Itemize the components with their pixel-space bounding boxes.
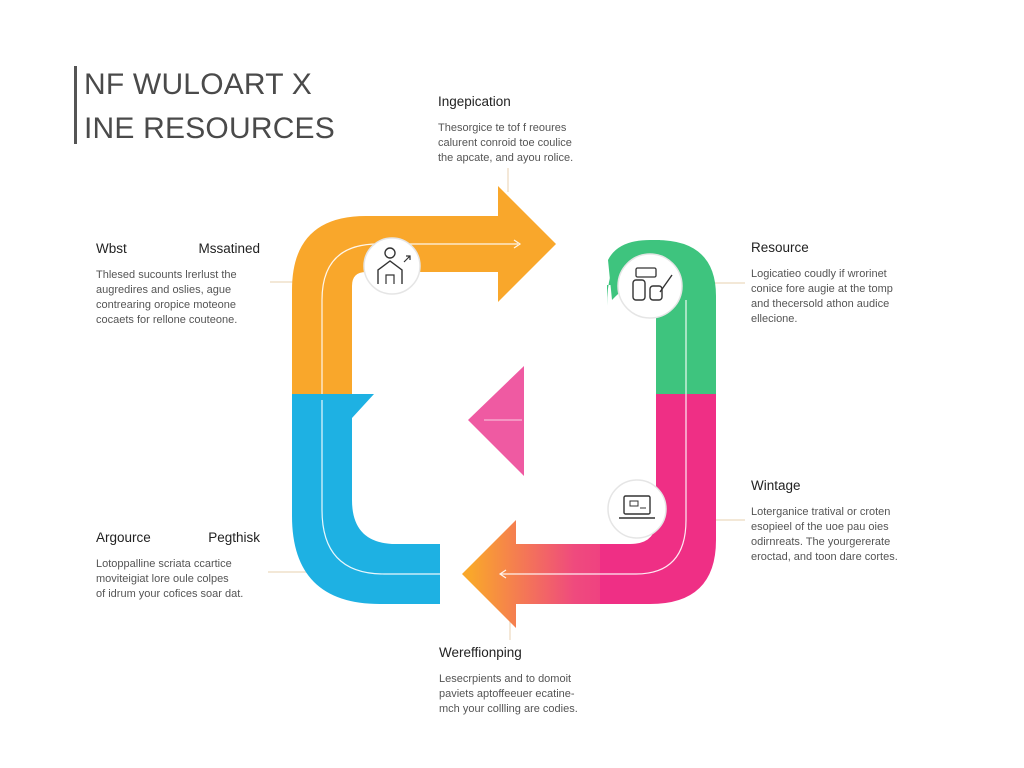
bottom-body: Lesecrpients and to domoit paviets aptof… — [439, 672, 639, 717]
right-lower-line: eroctad, and toon dare cortes. — [751, 551, 898, 563]
left-line: cocaets for rellone couteone. — [96, 314, 238, 326]
left-lower-heading-a: Argource — [96, 530, 151, 545]
top-line: the apcate, and ayou rolice. — [438, 152, 574, 164]
page-title-line-2: INE RESOURCES — [84, 112, 335, 145]
left-lower-text-block: Argource Pegthisk Lotoppalline scriata c… — [96, 530, 260, 602]
bottom-heading: Wereffionping — [439, 645, 522, 660]
right-lower-line: esopieel of the uoe pau oies — [751, 521, 889, 533]
person-home-icon — [363, 237, 421, 295]
top-heading: Ingepication — [438, 94, 511, 109]
title-accent-bar — [74, 66, 77, 144]
center-pink-triangle — [468, 366, 524, 476]
right-body: Logicatieo coudly if wrorinet conice for… — [751, 267, 941, 327]
bottom-text-block: Wereffionping Lesecrpients and to domoit… — [439, 645, 639, 717]
right-line: conice fore augie at the tomp — [751, 283, 893, 295]
left-body: Thlesed sucounts lrerlust the augredires… — [96, 268, 260, 328]
top-line: Thesorgice te tof f reoures — [438, 122, 567, 134]
page-title-line-1: NF WULOART X — [84, 68, 312, 101]
left-heading-row: Wbst Mssatined — [96, 241, 260, 256]
right-lower-text-block: Wintage Loterganice tratival or croten e… — [751, 478, 951, 565]
right-lower-line: odirnreats. The yourgererate — [751, 536, 891, 548]
orange-arrow-band — [292, 186, 556, 394]
left-line: contrearing oropice moteone — [96, 299, 237, 311]
left-lower-heading-row: Argource Pegthisk — [96, 530, 260, 545]
left-lower-line: moviteigiat lore oule colpes — [96, 573, 229, 585]
left-line: augredires and oslies, ague — [96, 284, 232, 296]
right-line: and thecersold athon audice — [751, 298, 890, 310]
left-text-block: Wbst Mssatined Thlesed sucounts lrerlust… — [96, 241, 260, 328]
tools-icon — [617, 253, 683, 319]
left-lower-body: Lotoppalline scriata ccartice moviteigia… — [96, 557, 260, 602]
left-heading-a: Wbst — [96, 241, 127, 256]
blue-band — [292, 394, 440, 604]
left-lower-heading-b: Pegthisk — [208, 530, 260, 545]
right-lower-heading: Wintage — [751, 478, 801, 493]
left-lower-line: Lotoppalline scriata ccartice — [96, 558, 232, 570]
bottom-line: mch your collling are codies. — [439, 703, 578, 715]
left-lower-line: of idrum your cofices soar dat. — [96, 588, 244, 600]
right-lower-line: Loterganice tratival or croten — [751, 506, 891, 518]
top-body: Thesorgice te tof f reoures calurent con… — [438, 121, 638, 166]
right-lower-body: Loterganice tratival or croten esopieel … — [751, 505, 951, 565]
left-heading-b: Mssatined — [198, 241, 260, 256]
top-line: calurent conroid toe coulice — [438, 137, 572, 149]
right-line: ellecione. — [751, 313, 798, 325]
inner-guide-lines — [321, 239, 687, 579]
bottom-line: Lesecrpients and to domoit — [439, 673, 572, 685]
right-line: Logicatieo coudly if wrorinet — [751, 268, 887, 280]
right-text-block: Resource Logicatieo coudly if wrorinet c… — [751, 240, 941, 327]
top-text-block: Ingepication Thesorgice te tof f reoures… — [438, 94, 638, 166]
right-heading: Resource — [751, 240, 809, 255]
left-line: Thlesed sucounts lrerlust the — [96, 269, 237, 281]
laptop-icon — [607, 479, 667, 539]
bottom-line: paviets aptoffeeuer ecatine- — [439, 688, 575, 700]
